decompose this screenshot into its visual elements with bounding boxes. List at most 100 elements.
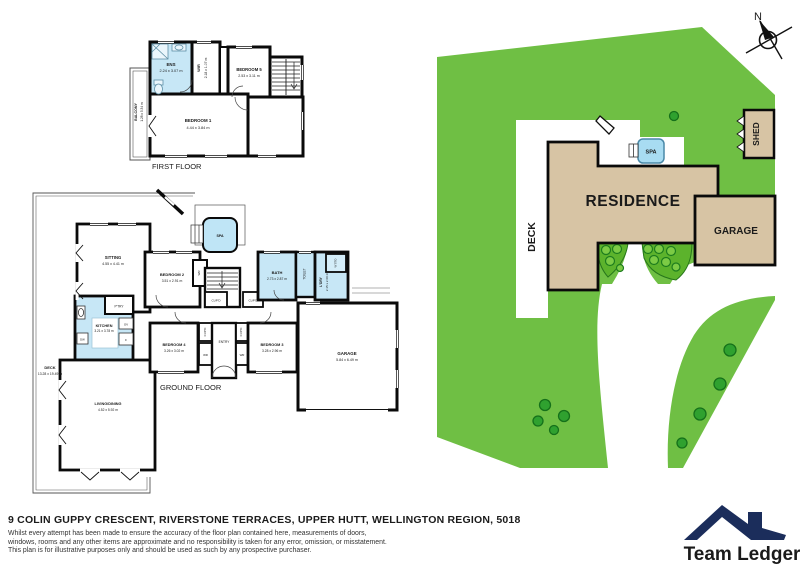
deck-gate <box>595 115 615 135</box>
room-label: L'DRY <box>319 276 323 286</box>
cupboard <box>204 291 228 308</box>
room-bedroom3 <box>246 321 299 374</box>
room-label: CUP'D <box>239 328 243 337</box>
door-arcs-gf <box>155 289 285 379</box>
spa-step <box>628 143 639 158</box>
room-dims: 3.26 x 3.02 m <box>164 349 184 353</box>
room-label: P'TRY <box>114 305 124 309</box>
windows-ff <box>148 40 304 158</box>
room-living <box>58 358 157 472</box>
stair-treads-ff <box>272 59 300 95</box>
site-garage <box>693 194 777 267</box>
room-bath <box>256 250 298 302</box>
shed-zigzag <box>736 115 745 153</box>
room-label: BEDROOM 1 <box>185 118 212 123</box>
garden-path-funnel <box>612 243 658 284</box>
site-deck-label: DECK <box>526 222 538 252</box>
site-spa-label: SPA <box>646 150 657 156</box>
kitchen-floor <box>91 317 119 349</box>
room-bedroom5 <box>226 45 272 99</box>
room-label: WR <box>197 270 201 276</box>
room-label: KITCHEN <box>96 324 113 328</box>
appliance-label: F <box>125 338 127 342</box>
room-label: CUP'D <box>211 299 221 303</box>
driveway-path <box>597 262 775 468</box>
room-dims: 2.18 x 1.07 m <box>204 58 208 79</box>
room-landing-ff <box>246 95 305 158</box>
diagonal-wall <box>155 188 185 216</box>
room-label: DECK <box>44 365 55 370</box>
room-dims: 2.53 x 3.11 m <box>238 74 260 78</box>
porch-steps <box>352 287 390 294</box>
room-dims: 3.28 x 2.96 m <box>262 349 282 353</box>
compass-needle <box>759 20 774 40</box>
north-label: N <box>754 11 762 23</box>
bathroom-fixtures-ff <box>151 43 187 95</box>
logo-brand-text: Team Ledger <box>684 544 800 565</box>
room-label: LIVING/DINING <box>94 402 121 406</box>
appliance-label: OV <box>124 323 128 327</box>
site-plan: RESIDENCE GARAGE DECK SPA SHED N <box>437 11 793 468</box>
room-dims: 2.73 x 2.87 m <box>267 277 287 281</box>
room-label: BALCONY <box>134 103 138 121</box>
room-dims: 5.84 x 6.49 m <box>336 358 358 362</box>
site-garage-label: GARAGE <box>714 226 758 237</box>
first-floor-plan: ENS 2.24 x 3.07 m WIR 2.18 x 1.07 m BEDR… <box>129 40 305 171</box>
stair-treads-gf <box>207 271 238 290</box>
room-label: CUP'D <box>203 328 207 337</box>
windows-gf <box>90 222 399 388</box>
floor-title: GROUND FLOOR <box>160 383 222 392</box>
floor-title: FIRST FLOOR <box>152 162 202 171</box>
room-label: BEDROOM 4 <box>163 343 187 347</box>
room-bedroom1 <box>148 92 250 158</box>
room-dims: 4.55 x 4.41 m <box>102 262 124 266</box>
room-label: SITTING <box>105 255 122 260</box>
room-label: BATH <box>272 270 283 275</box>
spa-steps <box>190 224 204 244</box>
room-label: ENS <box>166 62 175 67</box>
door-chevrons <box>58 244 140 481</box>
room-label: BEDROOM 2 <box>160 272 185 277</box>
room-label: BEDROOM 5 <box>236 67 262 72</box>
site-shed <box>742 108 776 160</box>
room-label: ENTRY <box>219 340 231 344</box>
room-label: CUP'D <box>248 299 258 303</box>
property-address: 9 COLIN GUPPY CRESCENT, RIVERSTONE TERRA… <box>8 514 521 526</box>
agency-logo: Team Ledger <box>684 505 800 565</box>
room-label: WR <box>240 353 245 357</box>
trees <box>532 110 737 449</box>
ground-floor-plan: SPA SITTING 4.55 x 4.41 m BEDROOM 2 3.51… <box>32 188 399 494</box>
room-dims: 2.24 x 3.07 m <box>159 69 182 73</box>
room-label: TOILET <box>303 268 307 279</box>
room-bedroom4 <box>148 321 200 374</box>
room-dims: 4.44 x 3.84 m <box>186 126 209 130</box>
compass: N <box>745 11 793 60</box>
room-dims: 2.15 x 2.60 m <box>325 272 329 291</box>
room-label: WR <box>203 353 208 357</box>
disclaimer-line: Whilst every attempt has been made to en… <box>8 530 367 537</box>
site-residence-label: RESIDENCE <box>586 193 681 210</box>
room-garage <box>296 301 399 412</box>
garage-door <box>306 406 388 412</box>
room-label: SPA <box>216 234 224 238</box>
door-arcs-ff <box>179 79 249 111</box>
site-shed-label: SHED <box>751 122 761 146</box>
room-label: WIR <box>196 64 201 72</box>
room-label: W'STO <box>334 258 338 268</box>
garden-bushes <box>600 243 681 273</box>
appliance-label: DW <box>80 338 85 342</box>
room-wsto <box>325 253 347 273</box>
room-pantry <box>104 295 134 315</box>
room-label: BEDROOM 3 <box>261 343 284 347</box>
logo-roof-icon <box>684 505 786 540</box>
balcony-outline <box>129 67 151 161</box>
room-dims: 13.28 x 19.49 m <box>38 372 62 376</box>
room-dims: 3.21 x 3.78 m <box>94 329 114 333</box>
disclaimer: Whilst every attempt has been made to en… <box>8 530 387 556</box>
kitchen-appliances <box>76 305 134 346</box>
room-dims: 3.51 x 2.91 m <box>162 279 183 283</box>
site-deck <box>516 120 684 318</box>
disclaimer-line: windows, rooms and any other items are a… <box>8 538 387 546</box>
room-dims: 1.28 x 5.34 m <box>140 102 144 122</box>
